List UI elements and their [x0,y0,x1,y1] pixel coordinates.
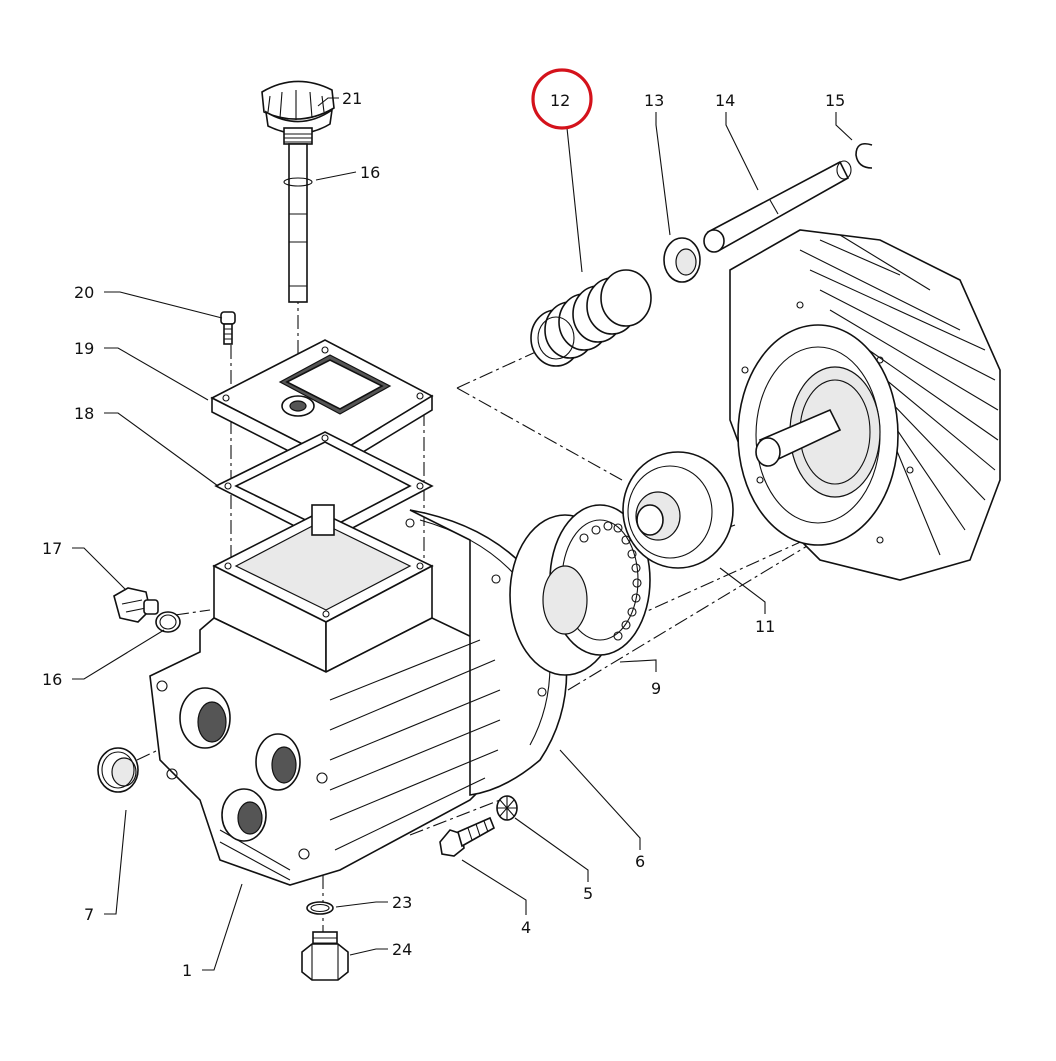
callout-24: 24 [392,940,412,959]
spring [530,269,652,367]
callout-20: 20 [74,283,94,302]
lock-washer [496,795,518,821]
seal-disc [622,451,734,569]
drain-plug [301,931,349,981]
callout-labels: 21 16 20 19 18 17 16 7 1 4 5 6 9 11 12 1… [42,89,845,980]
callout-13: 13 [644,91,664,110]
spring-washer [663,237,701,283]
side-oring [155,611,181,633]
circlip [855,142,873,169]
callout-5: 5 [583,884,593,903]
drain-oring [306,901,334,915]
leader-lines [72,97,853,971]
callout-16-top: 16 [360,163,380,182]
callout-18: 18 [74,404,94,423]
electric-motor [729,229,1001,581]
callout-9: 9 [651,679,661,698]
cover-gasket [214,431,434,543]
callout-15: 15 [825,91,845,110]
callout-21: 21 [342,89,362,108]
highlight-circle [531,68,593,130]
flange-bolt [439,816,496,857]
callout-14: 14 [715,91,735,110]
callout-11: 11 [755,617,775,636]
shaft [703,160,852,253]
callout-16-left: 16 [42,670,62,689]
side-plug [113,587,159,623]
callout-23: 23 [392,893,412,912]
callout-7: 7 [84,905,94,924]
threaded-ring [97,747,139,793]
callout-6: 6 [635,852,645,871]
oil-cap-knob [261,80,335,303]
callout-19: 19 [74,339,94,358]
bearing-impeller [509,504,651,676]
callout-1: 1 [182,961,192,980]
callout-4: 4 [521,918,531,937]
callout-17: 17 [42,539,62,558]
pump-housing [149,504,568,886]
cover-screw [220,311,236,345]
callout-12: 12 [550,91,570,110]
